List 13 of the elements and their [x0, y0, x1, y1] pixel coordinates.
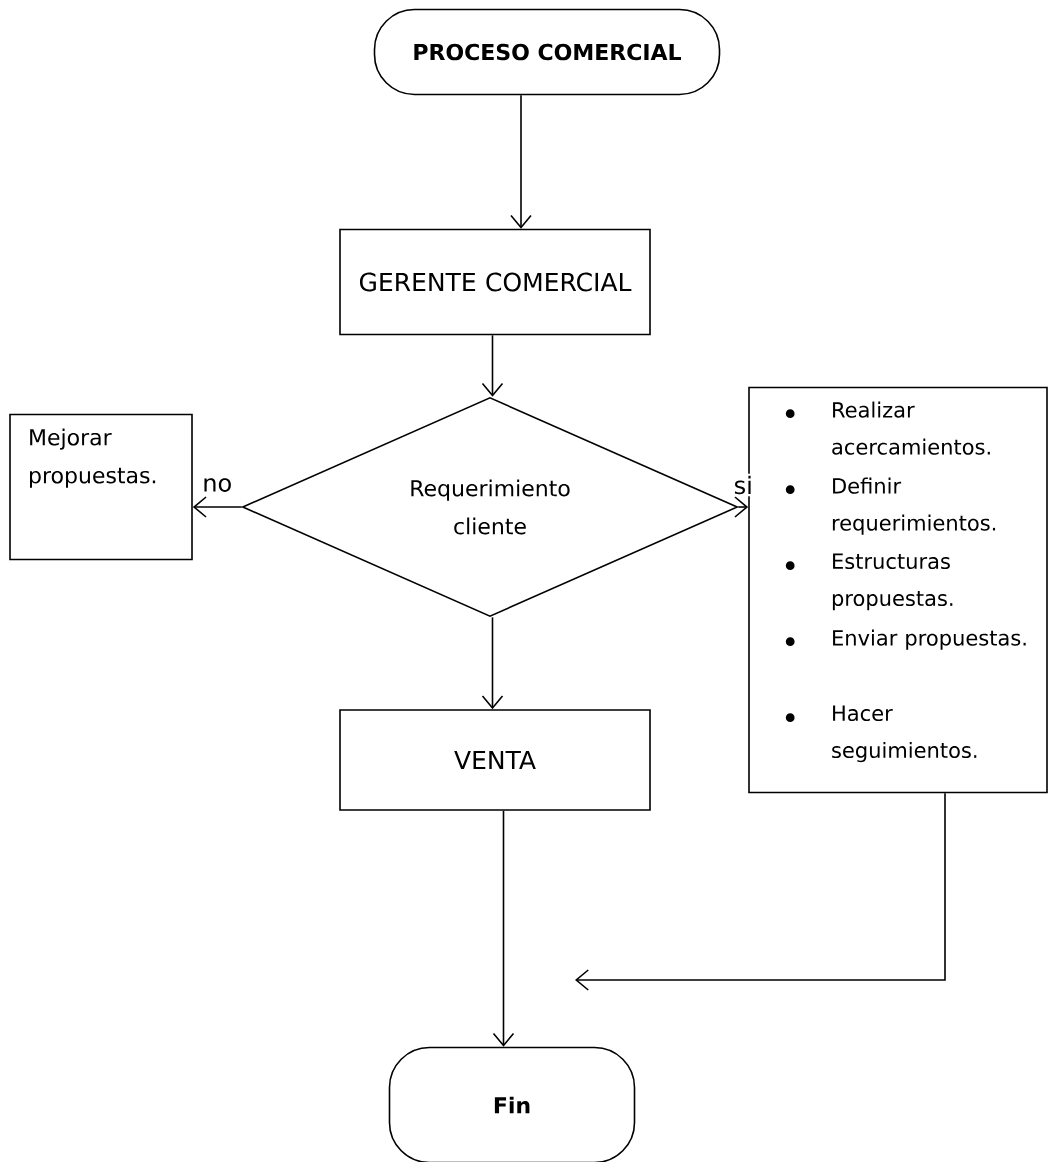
terminal-box: Fin — [388, 1046, 636, 1162]
arrow — [510, 94, 532, 229]
process-box: VENTA — [339, 709, 651, 811]
arrow — [481, 616, 504, 710]
edge-label: no — [200, 476, 235, 494]
arrow — [481, 334, 504, 397]
terminal-box: PROCESO COMERCIAL — [373, 8, 721, 96]
process-box: GERENTE COMERCIAL — [339, 228, 651, 336]
process-box: Mejorar propuestas. — [9, 413, 193, 561]
arrow — [192, 496, 243, 518]
edge-label: si — [731, 473, 755, 497]
arrow — [575, 792, 946, 991]
arrow — [492, 810, 515, 1047]
